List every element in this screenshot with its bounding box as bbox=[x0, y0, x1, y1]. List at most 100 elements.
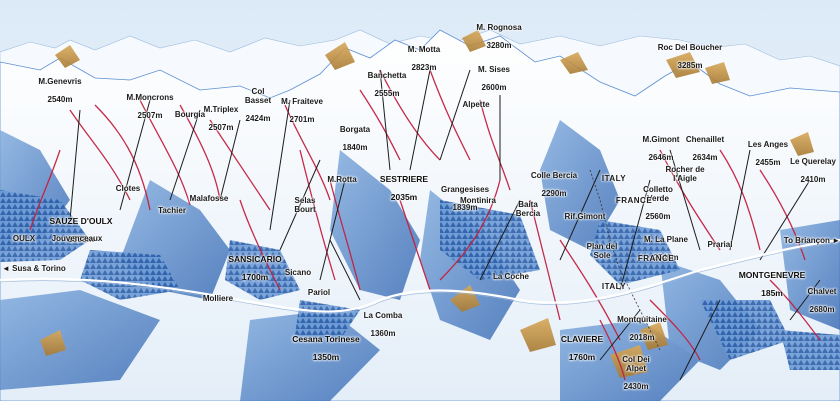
ski-runs bbox=[29, 69, 821, 381]
village-lacomba: La Comba 1360m bbox=[360, 302, 406, 338]
lift-line bbox=[269, 99, 291, 231]
peak-elevation: 2680m bbox=[809, 305, 835, 314]
peak-elevation: 2430m bbox=[623, 382, 649, 391]
place-sicano: Sicano bbox=[284, 268, 312, 277]
peak-name: M. La Plane bbox=[643, 235, 688, 244]
peak-elevation: 2455m bbox=[755, 158, 781, 167]
place-bourgia: Bourgia bbox=[174, 110, 206, 119]
village-name: Borgata bbox=[339, 125, 371, 134]
peak-elevation: 2701m bbox=[289, 115, 315, 124]
peak-label-colletto: Colletto Verde 2560m bbox=[638, 176, 678, 221]
village-elevation: 1509m bbox=[67, 234, 95, 244]
peak-elevation: 2507m bbox=[208, 123, 234, 132]
peak-label-motta: M. Motta 2823m bbox=[400, 36, 448, 72]
run bbox=[209, 119, 271, 211]
lift-line bbox=[439, 69, 471, 161]
place-montinira: Montinira bbox=[460, 196, 496, 205]
peak-name: Colletto Verde bbox=[643, 185, 673, 203]
lift-line bbox=[169, 109, 201, 201]
run bbox=[359, 89, 401, 161]
peak-label-montquitaine: Montquitaine 2018m bbox=[612, 306, 672, 342]
run bbox=[239, 199, 281, 291]
peak-elevation: 2646m bbox=[648, 153, 674, 162]
village-claviere: CLAVIERE 1760m bbox=[554, 326, 610, 362]
peak-label-colbercia: Colle Bercia 2290m bbox=[526, 162, 582, 198]
peak-name: M. Rognosa bbox=[476, 23, 522, 32]
peak-label-laplane: M. La Plane 2546m bbox=[636, 226, 696, 262]
direction-briancon: To Briançon ► bbox=[783, 236, 840, 245]
peak-label-rotta: M.Rotta bbox=[322, 166, 362, 184]
peak-label-rocboucher: Roc Del Boucher 3285m bbox=[650, 34, 730, 70]
run bbox=[769, 279, 821, 341]
lift-line bbox=[219, 119, 241, 201]
village-name: SESTRIERE bbox=[379, 174, 429, 184]
place-selasbourt: Selas Bourt bbox=[294, 196, 316, 214]
peak-label-triplex: M.Triplex 2507m bbox=[196, 96, 246, 132]
peak-name: M.Rotta bbox=[327, 175, 357, 184]
peak-elevation: 2540m bbox=[47, 95, 73, 104]
village-sansicario: SANSICARIO 1700m bbox=[222, 246, 288, 282]
village-sestriere: SESTRIERE 2035m bbox=[374, 166, 434, 202]
village-elevation: 1360m bbox=[370, 329, 396, 338]
lift-line bbox=[729, 149, 751, 251]
peak-elevation: 2634m bbox=[692, 153, 718, 162]
run bbox=[649, 299, 701, 361]
peak-elevation: 2546m bbox=[653, 253, 679, 262]
village-elevation: 1350m bbox=[312, 352, 340, 362]
peak-name: Les Anges bbox=[747, 140, 789, 149]
lift-line bbox=[599, 309, 641, 361]
village-name: CLAVIERE bbox=[560, 334, 604, 344]
lift-line bbox=[789, 279, 821, 321]
run bbox=[559, 239, 621, 341]
peak-name: Rocher de l'Aigle bbox=[665, 165, 705, 183]
place-tachier: Tachier bbox=[158, 206, 186, 215]
run bbox=[599, 319, 626, 381]
main-massif bbox=[0, 29, 840, 401]
peak-name: Le Querelay bbox=[790, 157, 836, 166]
peak-elevation: 2424m bbox=[245, 114, 271, 123]
run bbox=[659, 149, 721, 251]
run bbox=[284, 104, 331, 201]
lift-line bbox=[669, 149, 701, 251]
ski-lifts bbox=[69, 69, 821, 381]
run bbox=[529, 199, 561, 321]
direction-susa-torino: ◄ Susa & Torino bbox=[2, 264, 66, 273]
run bbox=[479, 99, 511, 191]
peak-label-chenaillet: Chenaillet 2634m bbox=[680, 126, 730, 162]
peak-label-colbasset: Col Basset 2424m bbox=[238, 78, 278, 123]
country-france: FRANCE bbox=[615, 196, 653, 205]
lift-line bbox=[329, 239, 361, 301]
peak-name: M.Gimont bbox=[642, 135, 680, 144]
village-name: MONTGENEVRE bbox=[738, 270, 806, 280]
lift-line bbox=[559, 169, 601, 261]
peak-label-rocher: Rocher de l'Aigle bbox=[660, 156, 710, 183]
village-elevation: 1840m bbox=[342, 143, 368, 152]
place-lacoche: La Coche bbox=[492, 272, 529, 281]
peak-label-coldeialpet: Col Dei Alpet 2430m bbox=[614, 346, 658, 391]
run bbox=[299, 149, 336, 281]
peak-label-sises: M. Sises 2600m bbox=[470, 56, 518, 92]
village-elevation: 185m bbox=[761, 288, 783, 298]
run bbox=[69, 109, 131, 201]
peak-name: Chalvet bbox=[807, 287, 837, 296]
peak-name: Banchetta bbox=[367, 71, 407, 80]
peak-label-moncrons: M.Moncrons 2507m bbox=[120, 84, 180, 120]
road-edge bbox=[0, 241, 840, 314]
village-cesana: Cesana Torinese 1350m bbox=[286, 326, 366, 362]
peak-label-gimont: M.Gimont 2646m bbox=[636, 126, 686, 162]
run bbox=[439, 179, 501, 281]
peak-name: Montquitaine bbox=[617, 315, 667, 324]
peak-name: Col Dei Alpet bbox=[622, 355, 650, 373]
place-malafosse: Malafosse bbox=[189, 194, 229, 203]
peak-label-querelay: Le Querelay 2410m bbox=[786, 148, 840, 184]
village-grangesises: Grangesises 1839m bbox=[434, 176, 496, 212]
peak-elevation: 2560m bbox=[645, 212, 671, 221]
run bbox=[179, 104, 221, 201]
place-alpette: Alpette bbox=[462, 100, 490, 109]
village-name: SANSICARIO bbox=[228, 254, 282, 264]
lift-line bbox=[619, 179, 651, 291]
run bbox=[329, 179, 361, 291]
lift-line bbox=[69, 109, 81, 221]
peak-label-rognosa: M. Rognosa 3280m bbox=[470, 14, 528, 50]
